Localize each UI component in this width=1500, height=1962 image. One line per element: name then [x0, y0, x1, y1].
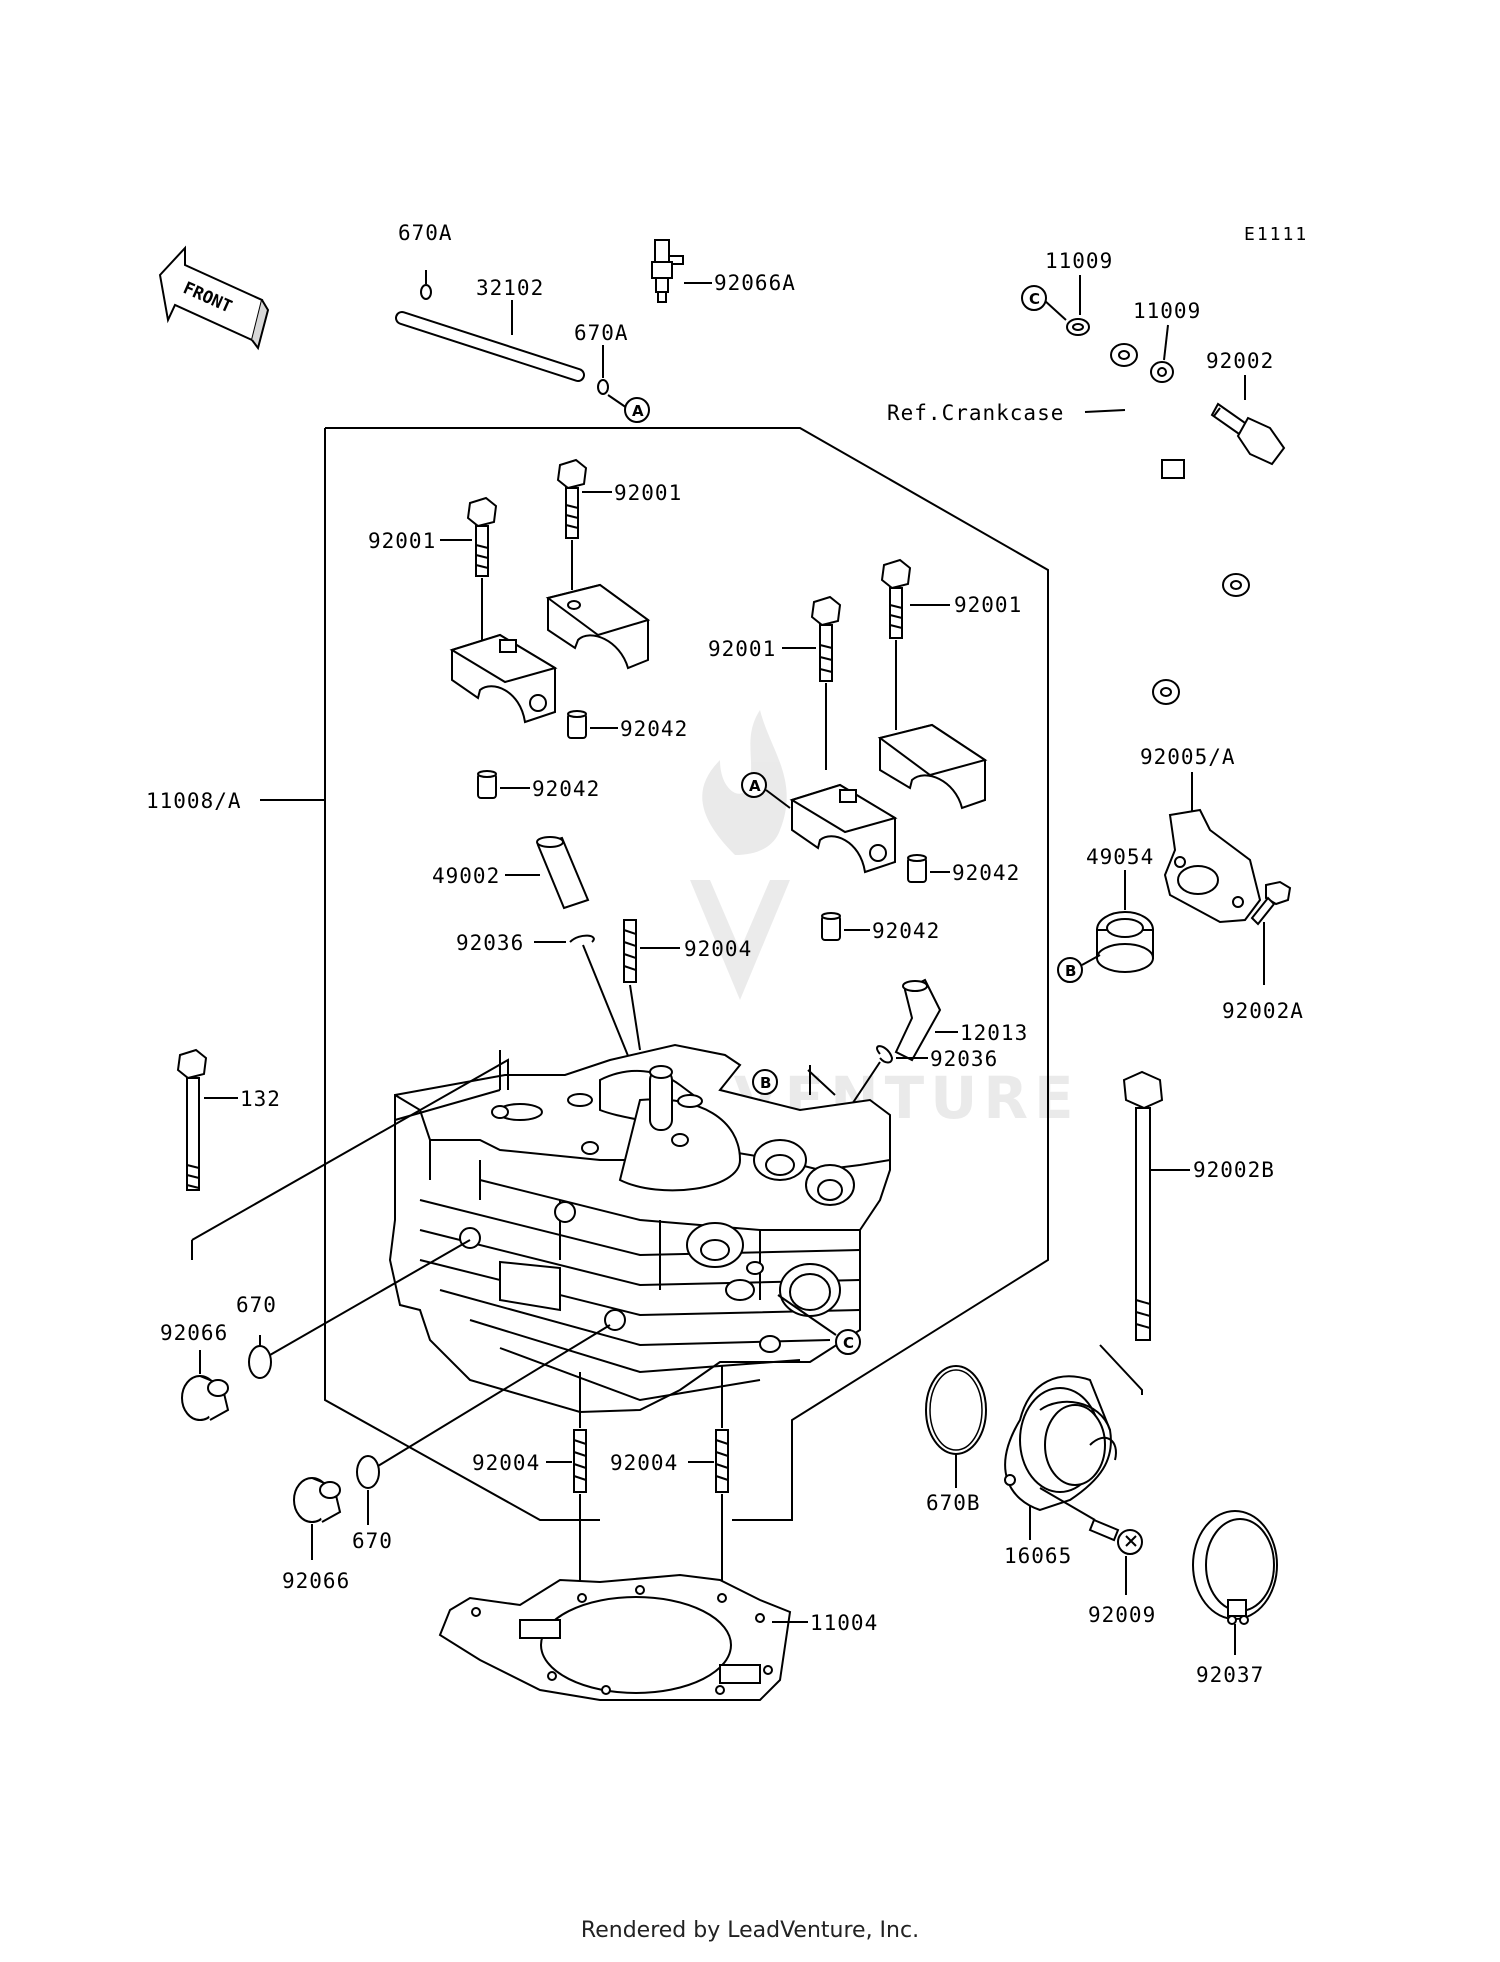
label-92002: 92002 — [1206, 349, 1274, 373]
stud-92004-left — [573, 1429, 587, 1493]
screw-92009 — [1088, 1518, 1143, 1555]
label-92042-a: 92042 — [620, 717, 688, 741]
label-92004-top: 92004 — [684, 937, 752, 961]
banjo-bolt-92002 — [1210, 402, 1286, 466]
label-92004-l: 92004 — [472, 1451, 540, 1475]
label-92004-r: 92004 — [610, 1451, 678, 1475]
callout-b-head-text: B — [760, 1074, 771, 1092]
plug-92066-a — [181, 1375, 230, 1421]
label-92066a: 92066A — [714, 271, 796, 295]
callout-c-top-text: C — [1029, 290, 1040, 308]
clip-92036-a — [569, 934, 595, 943]
cam-cap-lower-left — [449, 633, 558, 724]
stud-92004-top — [623, 919, 637, 983]
callout-b-head — [752, 1069, 778, 1095]
ref-crankcase-note: Ref.Crankcase — [887, 401, 1064, 425]
watermark-logo — [690, 710, 790, 1000]
label-11009-b: 11009 — [1133, 299, 1201, 323]
thermostat-49054 — [1096, 911, 1154, 973]
label-670-a: 670 — [236, 1293, 277, 1317]
bolt-92002a — [1250, 880, 1292, 926]
bolt-92001-a — [556, 458, 588, 539]
label-92001-c: 92001 — [954, 593, 1022, 617]
carburetor-holder-16065 — [1004, 1375, 1117, 1512]
diagram-code: E1111 — [1244, 224, 1308, 245]
label-92036-a: 92036 — [456, 931, 524, 955]
label-92042-d: 92042 — [872, 919, 940, 943]
label-92005a: 92005/A — [1140, 745, 1236, 769]
label-92001-b: 92001 — [368, 529, 436, 553]
label-11008a: 11008/A — [146, 789, 242, 813]
head-assembly-frame — [324, 427, 1049, 1521]
label-92002b: 92002B — [1193, 1158, 1275, 1182]
label-670a-mid: 670A — [574, 321, 629, 345]
label-16065: 16065 — [1004, 1544, 1072, 1568]
label-92002a: 92002A — [1222, 999, 1304, 1023]
label-11009-a: 11009 — [1045, 249, 1113, 273]
oring-670b — [925, 1365, 987, 1455]
oring-670a-top — [420, 284, 432, 300]
callout-a-top — [624, 397, 650, 423]
cam-cap-lower-right — [789, 783, 898, 874]
callout-c-head — [835, 1329, 861, 1355]
label-11004: 11004 — [810, 1611, 878, 1635]
label-132: 132 — [240, 1087, 281, 1111]
gasket-11004 — [438, 1573, 792, 1701]
cam-cap-upper-right — [877, 723, 988, 810]
bolt-92002b — [1122, 1070, 1164, 1341]
label-670a-top: 670A — [398, 221, 453, 245]
label-670-b: 670 — [352, 1529, 393, 1553]
callout-a-right — [741, 772, 767, 798]
bolt-92001-c — [880, 558, 912, 639]
label-49054: 49054 — [1086, 845, 1154, 869]
label-92042-c: 92042 — [952, 861, 1020, 885]
oring-670-a — [248, 1345, 272, 1379]
label-92037: 92037 — [1196, 1663, 1264, 1687]
callout-b-right — [1057, 957, 1083, 983]
oil-pipe-49002 — [536, 836, 590, 910]
bolt-92001-d — [810, 595, 842, 682]
front-arrow-icon: FRONT — [158, 245, 270, 351]
cam-cap-upper-left — [545, 583, 651, 670]
bolt-132 — [176, 1048, 208, 1191]
bolt-92001-b — [466, 496, 498, 577]
label-92009: 92009 — [1088, 1603, 1156, 1627]
footer-credit: Rendered by LeadVenture, Inc. — [580, 1918, 920, 1943]
oring-670-b — [356, 1455, 380, 1489]
valve-guide-12013 — [894, 978, 942, 1062]
label-670b: 670B — [926, 1491, 981, 1515]
label-92066-a: 92066 — [160, 1321, 228, 1345]
temperature-switch-92066a — [651, 239, 684, 303]
oring-670a-mid — [597, 379, 609, 395]
thermostat-housing-92005a — [1163, 808, 1262, 924]
callout-b-right-text: B — [1065, 962, 1076, 980]
label-12013: 12013 — [960, 1021, 1028, 1045]
callout-a-top-text: A — [632, 402, 644, 420]
stud-92004-right — [715, 1429, 729, 1493]
label-92001-d: 92001 — [708, 637, 776, 661]
callout-c-head-text: C — [843, 1334, 854, 1352]
callout-a-right-text: A — [749, 777, 761, 795]
label-49002: 49002 — [432, 864, 500, 888]
label-32102: 32102 — [476, 276, 544, 300]
pipe-32102 — [395, 311, 585, 382]
label-92001-a: 92001 — [614, 481, 682, 505]
oil-pipe — [1110, 343, 1259, 705]
callout-c-top — [1021, 285, 1047, 311]
label-92042-b: 92042 — [532, 777, 600, 801]
label-92066-b: 92066 — [282, 1569, 350, 1593]
plug-92066-b — [293, 1477, 342, 1523]
cylinder-head-11008a — [388, 1043, 891, 1414]
label-92036-b: 92036 — [930, 1047, 998, 1071]
clamp-92037 — [1192, 1510, 1278, 1625]
clip-92036-b — [876, 1045, 894, 1064]
